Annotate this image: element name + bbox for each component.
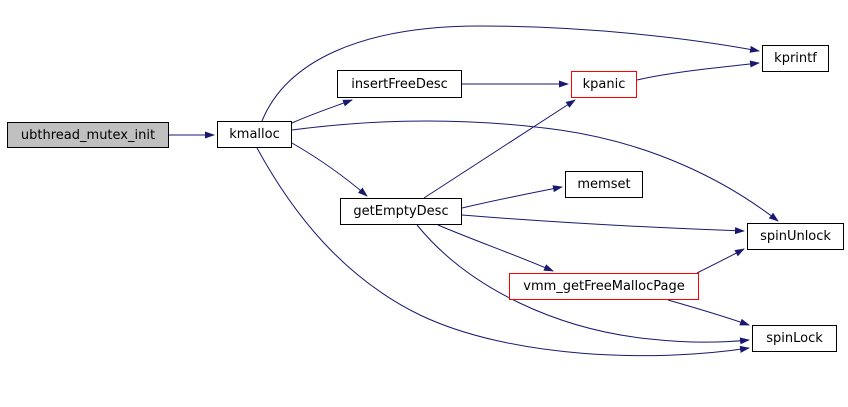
node-kprintf[interactable]: kprintf [762, 45, 829, 72]
edge-kmalloc-to-kprintf [261, 25, 760, 122]
node-ubthread_mutex_init: ubthread_mutex_init [7, 122, 169, 148]
node-kmalloc[interactable]: kmalloc [217, 121, 292, 148]
node-insertFreeDesc[interactable]: insertFreeDesc [337, 70, 462, 98]
node-label: kpanic [582, 77, 626, 92]
node-memset[interactable]: memset [565, 171, 643, 198]
node-label: kprintf [774, 51, 817, 66]
edge-kpanic-to-kprintf [636, 60, 760, 81]
edge-kmalloc-to-getEmptyDesc [291, 142, 368, 197]
node-label: insertFreeDesc [351, 76, 448, 92]
node-label: kmalloc [229, 127, 280, 142]
node-label: vmm_getFreeMallocPage [523, 279, 685, 294]
node-spinLock[interactable]: spinLock [752, 325, 837, 352]
edge-getEmptyDesc-to-spinUnlock [461, 214, 745, 235]
node-label: memset [577, 177, 631, 192]
edge-getEmptyDesc-to-kpanic [423, 99, 576, 199]
node-getEmptyDesc[interactable]: getEmptyDesc [340, 198, 462, 225]
node-spinUnlock[interactable]: spinUnlock [747, 223, 844, 250]
edge-kmalloc-to-insertFreeDesc [291, 99, 353, 124]
node-label: ubthread_mutex_init [20, 127, 156, 143]
edge-kmalloc-to-spinLock [256, 147, 750, 357]
edge-getEmptyDesc-to-memset [461, 185, 563, 209]
node-label: spinLock [766, 331, 823, 346]
edge-getEmptyDesc-to-spinLock [416, 224, 750, 345]
node-label: getEmptyDesc [353, 204, 449, 219]
edge-group [168, 25, 779, 357]
node-vmm_getFreeMallocPage[interactable]: vmm_getFreeMallocPage [509, 273, 699, 300]
edge-vmm_getFreeMallocPage-to-spinLock [667, 299, 750, 326]
edge-getEmptyDesc-to-vmm_getFreeMallocPage [437, 224, 554, 272]
edge-vmm_getFreeMallocPage-to-spinUnlock [696, 248, 745, 274]
node-label: spinUnlock [760, 229, 831, 244]
edge-kmalloc-to-spinUnlock [291, 120, 779, 222]
node-kpanic[interactable]: kpanic [571, 71, 637, 98]
